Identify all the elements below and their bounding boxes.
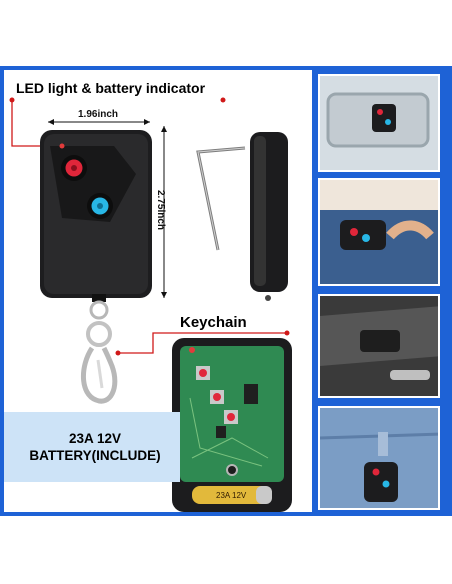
- thumbnail-sun-visor: [318, 74, 440, 172]
- thumbnail-belt-loop: [318, 406, 440, 510]
- led-indicator-label: LED light & battery indicator: [16, 80, 206, 96]
- car-visor-icon: [320, 76, 438, 170]
- remote-front-image: [40, 130, 152, 404]
- remote-side-image: [250, 132, 288, 301]
- battery-line-2: BATTERY(INCLUDE): [29, 448, 161, 463]
- battery-line-1: 23A 12V: [68, 431, 122, 446]
- battery-info-panel: [4, 412, 180, 482]
- car-ceiling-icon: [320, 296, 438, 396]
- pocket-icon: [320, 180, 438, 284]
- battery-info-text: 23A 12V BATTERY(INCLUDE): [10, 430, 180, 464]
- thumbnail-car-ceiling: [318, 294, 440, 398]
- thumbnail-pocket: [318, 178, 440, 286]
- visor-clip-image: [196, 146, 246, 251]
- keychain-label: Keychain: [180, 314, 247, 331]
- battery-print: 23A 12V: [216, 491, 247, 500]
- remote-open-pcb-image: 23A 12V: [172, 338, 292, 512]
- width-dimension-label: 1.96inch: [78, 109, 119, 120]
- belt-loop-icon: [320, 408, 438, 508]
